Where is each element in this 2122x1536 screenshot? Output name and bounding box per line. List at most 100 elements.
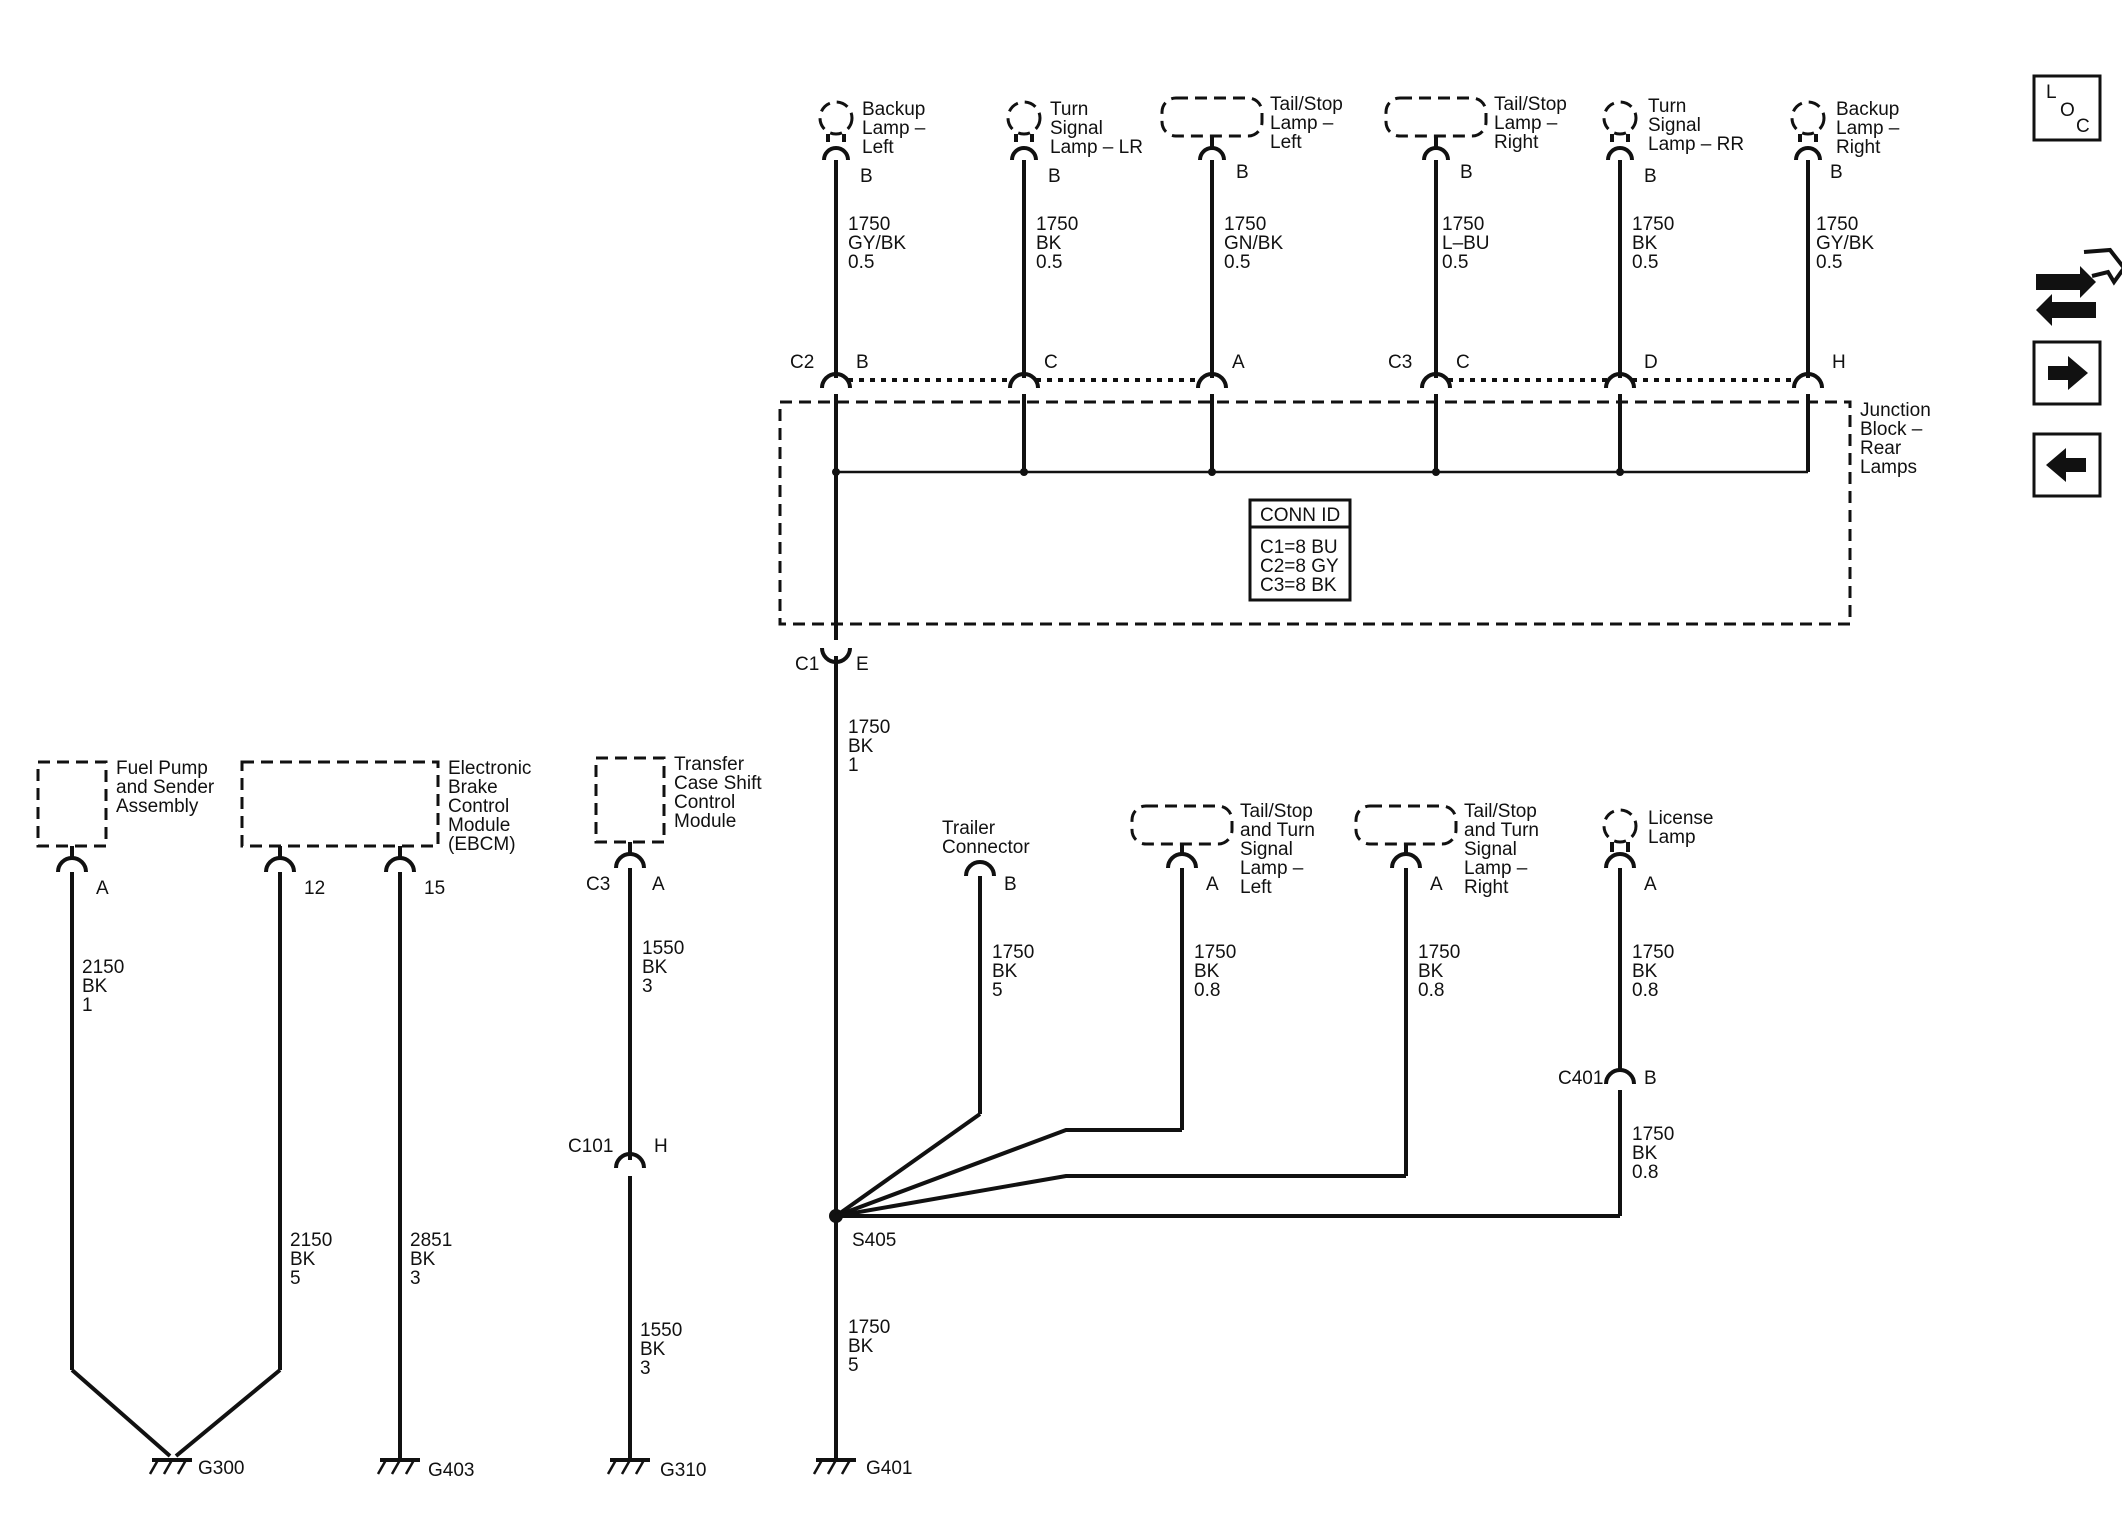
diagram-label: Junction: [1860, 400, 1931, 421]
loc-letter-o: O: [2060, 100, 2075, 121]
diagram-label: 1750: [1632, 1124, 1674, 1145]
lamp-icon: [1130, 804, 1234, 846]
diagram-label: BK: [1418, 961, 1444, 982]
diagram-label: C1=8 BU: [1260, 537, 1338, 558]
diagram-label: BK: [82, 976, 108, 997]
loc-letter-l: L: [2046, 82, 2057, 103]
diagram-label: Control: [674, 792, 735, 813]
diagram-label: Tail/Stop: [1270, 94, 1343, 115]
diagram-label: BK: [410, 1249, 436, 1270]
diagram-label: GY/BK: [1816, 233, 1874, 254]
conn-id-table: CONN ID C1=8 BU C2=8 GY C3=8 BK: [1248, 498, 1352, 602]
diagram-label: BK: [1632, 961, 1658, 982]
ground-g310: G310: [606, 1458, 706, 1481]
diagram-label: C1: [795, 654, 819, 675]
diagram-label: Tail/Stop: [1464, 801, 1537, 822]
diagram-label: Brake: [448, 777, 498, 798]
diagram-label: C: [1044, 352, 1058, 373]
previous-arrow-button[interactable]: [2032, 432, 2102, 498]
diagram-label: BK: [642, 957, 668, 978]
diagram-label: 0.8: [1194, 980, 1220, 1001]
diagram-label: Left: [1270, 132, 1302, 153]
lamp-icon: [1384, 96, 1488, 138]
diagram-label: G401: [866, 1458, 912, 1479]
diagram-label: 0.8: [1632, 980, 1658, 1001]
bulb-icon: [1602, 100, 1638, 136]
diagram-label: Tail/Stop: [1494, 94, 1567, 115]
diagram-label: 15: [424, 878, 445, 899]
diagram-label: B: [1048, 166, 1061, 187]
next-arrow-button[interactable]: [2032, 340, 2102, 406]
diagram-label: Turn: [1648, 96, 1686, 117]
diagram-label: G403: [428, 1460, 474, 1481]
diagram-label: C3: [586, 874, 610, 895]
diagram-label: Right: [1464, 877, 1509, 898]
diagram-label: CONN ID: [1260, 505, 1340, 526]
diagram-label: Signal: [1464, 839, 1517, 860]
tail-stop-turn-lamp-right: Tail/Stop and Turn Signal Lamp – Right A…: [835, 801, 1539, 1218]
diagram-label: Left: [862, 137, 894, 158]
diagram-label: 1750: [1418, 942, 1460, 963]
diagram-label: 5: [290, 1268, 301, 1289]
loc-button[interactable]: L O C: [2032, 74, 2102, 142]
diagram-label: Tail/Stop: [1240, 801, 1313, 822]
diagram-label: BK: [640, 1339, 666, 1360]
diagram-label: 0.5: [1442, 252, 1468, 273]
diagram-label: Trailer: [942, 818, 996, 839]
diagram-label: Signal: [1648, 115, 1701, 136]
diagram-label: H: [1832, 352, 1846, 373]
diagram-label: 0.5: [1816, 252, 1842, 273]
backup-lamp-left: Backup Lamp – Left B 1750 GY/BK 0.5: [818, 99, 926, 378]
diagram-label: 5: [848, 1355, 859, 1376]
diagram-label: A: [1206, 874, 1219, 895]
diagram-label: 0.8: [1632, 1162, 1658, 1183]
diagram-label: S405: [852, 1230, 896, 1251]
diagram-label: Lamp: [1648, 827, 1696, 848]
turn-signal-lamp-rr: Turn Signal Lamp – RR B 1750 BK 0.5: [1602, 96, 1744, 378]
diagram-label: BK: [290, 1249, 316, 1270]
diagram-label: 2150: [290, 1230, 332, 1251]
diagram-label: BK: [1632, 1143, 1658, 1164]
lamp-icon: [1354, 804, 1458, 846]
bulb-icon: [1006, 100, 1042, 136]
diagram-label: BK: [1632, 233, 1658, 254]
diagram-label: 0.5: [1224, 252, 1250, 273]
diagram-label: B: [860, 166, 873, 187]
schematic-swap-icon[interactable]: [2036, 247, 2122, 326]
diagram-label: 1550: [642, 938, 684, 959]
diagram-label: 1750: [1194, 942, 1236, 963]
diagram-label: 1: [82, 995, 93, 1016]
diagram-label: E: [856, 654, 869, 675]
diagram-label: License: [1648, 808, 1714, 829]
diagram-label: 1750: [1816, 214, 1858, 235]
ebcm-outline: [240, 760, 440, 848]
diagram-label: BK: [848, 736, 874, 757]
tail-stop-lamp-left: Tail/Stop Lamp – Left B 1750 GN/BK 0.5: [1160, 94, 1343, 378]
diagram-label: 0.8: [1418, 980, 1444, 1001]
fuel-pump-sender-assembly: Fuel Pump and Sender Assembly A 2150 BK …: [36, 758, 215, 1458]
diagram-label: BK: [992, 961, 1018, 982]
diagram-label: Turn: [1050, 99, 1088, 120]
diagram-label: 1750: [1632, 942, 1674, 963]
diagram-label: 1750: [848, 1317, 890, 1338]
tail-stop-lamp-right: Tail/Stop Lamp – Right B 1750 L–BU 0.5: [1384, 94, 1567, 378]
diagram-label: Lamp –: [1836, 118, 1900, 139]
diagram-label: 2150: [82, 957, 124, 978]
diagram-label: 2851: [410, 1230, 452, 1251]
diagram-label: D: [1644, 352, 1658, 373]
diagram-label: C3: [1388, 352, 1412, 373]
lamp-icon: [1160, 96, 1264, 138]
diagram-label: Lamp –: [1494, 113, 1558, 134]
fuel-pump-outline: [36, 760, 108, 848]
diagram-label: B: [1004, 874, 1017, 895]
diagram-label: A: [1232, 352, 1245, 373]
diagram-label: B: [1644, 1068, 1657, 1089]
transfer-case-outline: [594, 756, 666, 844]
diagram-label: Right: [1836, 137, 1881, 158]
trailer-connector: Trailer Connector B 1750 BK 5: [834, 818, 1034, 1218]
previous-arrow-icon: [2046, 448, 2086, 482]
splice-s405: S405 1750 BK 5: [829, 1209, 896, 1460]
diagram-label: Module: [448, 815, 510, 836]
diagram-label: 12: [304, 878, 325, 899]
